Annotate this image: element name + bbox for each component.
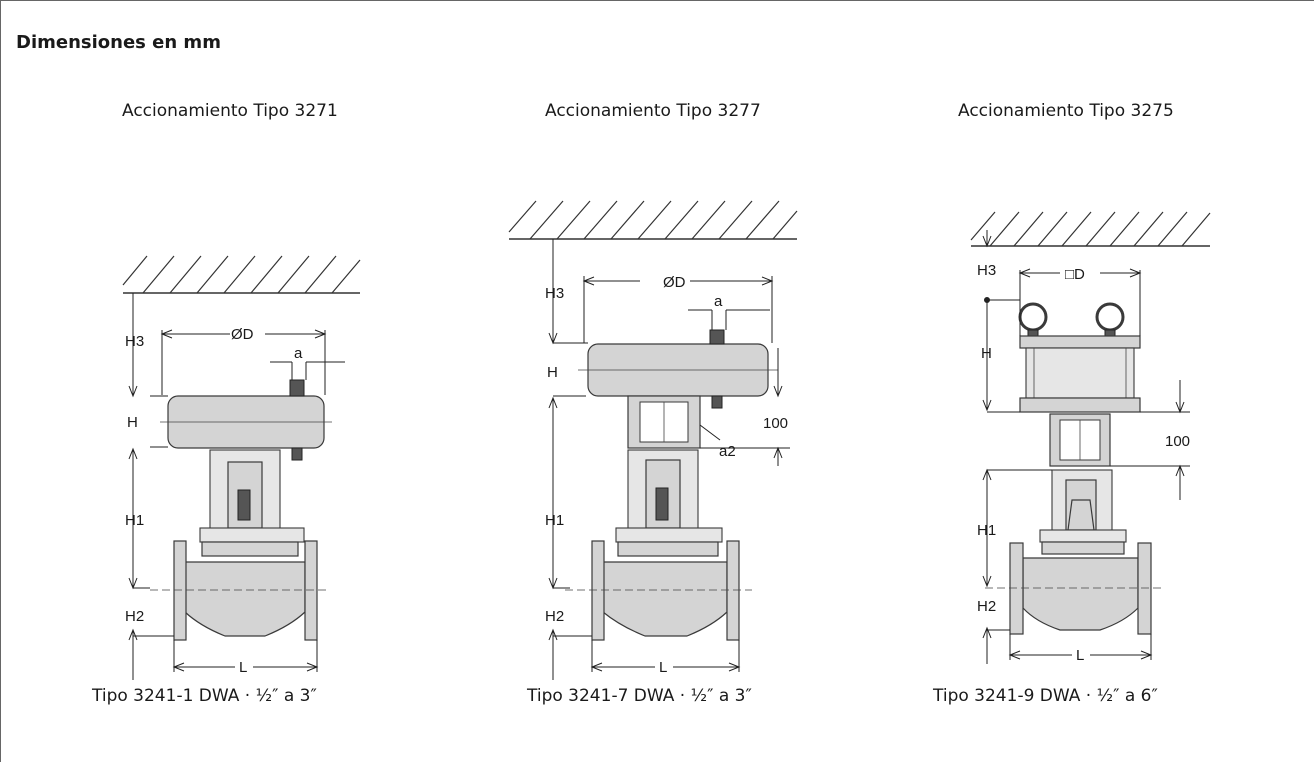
caption-valve-3241-1: Tipo 3241-1 DWA · ½″ a 3″ <box>92 686 317 706</box>
actuator-top-plate-3275 <box>1019 335 1141 349</box>
label-h1-3277: H1 <box>545 512 564 529</box>
title-actuator-3277: Accionamiento Tipo 3277 <box>545 101 761 121</box>
flange-left-3275 <box>1009 542 1024 635</box>
ceiling-hatch-3271 <box>122 255 361 294</box>
label-a-3271: a <box>294 345 303 362</box>
frame-top-border <box>0 0 1314 1</box>
lifting-eye-right-3275 <box>1095 302 1125 332</box>
actuator-bottom-plate-3275 <box>1019 397 1141 413</box>
flange-left-3271 <box>173 540 187 641</box>
actuator-cylinder-3275 <box>1025 347 1135 399</box>
valve-body-3277 <box>602 561 728 637</box>
label-square-d-3275: □D <box>1065 266 1085 283</box>
title-actuator-3271: Accionamiento Tipo 3271 <box>122 101 338 121</box>
label-h2-3275: H2 <box>977 598 996 615</box>
label-h3-3271: H3 <box>125 333 144 350</box>
valve-body-3271 <box>184 561 306 637</box>
label-l-3277: L <box>659 659 667 676</box>
label-h-3275: H <box>981 345 992 362</box>
flange-right-3277 <box>726 540 740 641</box>
label-h3-3277: H3 <box>545 285 564 302</box>
label-a2-3277: a2 <box>719 443 736 460</box>
lifting-eye-left-3275 <box>1018 302 1048 332</box>
label-od-3277: ØD <box>663 274 686 291</box>
label-h1-3271: H1 <box>125 512 144 529</box>
air-connection-3271 <box>289 379 305 397</box>
label-100-3275: 100 <box>1165 433 1190 450</box>
flange-left-3277 <box>591 540 605 641</box>
caption-valve-3241-9: Tipo 3241-9 DWA · ½″ a 6″ <box>933 686 1158 706</box>
label-h2-3277: H2 <box>545 608 564 625</box>
flange-right-3275 <box>1137 542 1152 635</box>
label-a-3277: a <box>714 293 723 310</box>
frame-left-border <box>0 0 1 762</box>
drawing-3275: H3 □D H 100 H1 H2 L <box>970 211 1211 664</box>
label-od-3271: ØD <box>231 326 254 343</box>
label-l-3271: L <box>239 659 247 676</box>
label-l-3275: L <box>1076 647 1084 664</box>
valve-body-3275 <box>1022 557 1139 631</box>
flange-right-3271 <box>304 540 318 641</box>
title-actuator-3275: Accionamiento Tipo 3275 <box>958 101 1174 121</box>
ceiling-hatch-3275 <box>970 211 1211 247</box>
drawing-3271: H3 ØD a H H1 H2 L <box>122 255 361 680</box>
label-h1-3275: H1 <box>977 522 996 539</box>
ceiling-hatch-3277 <box>508 200 798 240</box>
drawing-3277: H3 ØD a H 100 a2 H1 H2 L <box>508 200 798 680</box>
label-h3-3275: H3 <box>977 262 996 279</box>
label-h2-3271: H2 <box>125 608 144 625</box>
figure-heading: Dimensiones en mm <box>16 32 221 53</box>
label-h-3271: H <box>127 414 138 431</box>
caption-valve-3241-7: Tipo 3241-7 DWA · ½″ a 3″ <box>527 686 752 706</box>
label-100-3277: 100 <box>763 415 788 432</box>
label-h-3277: H <box>547 364 558 381</box>
air-connection-3277 <box>709 329 725 345</box>
